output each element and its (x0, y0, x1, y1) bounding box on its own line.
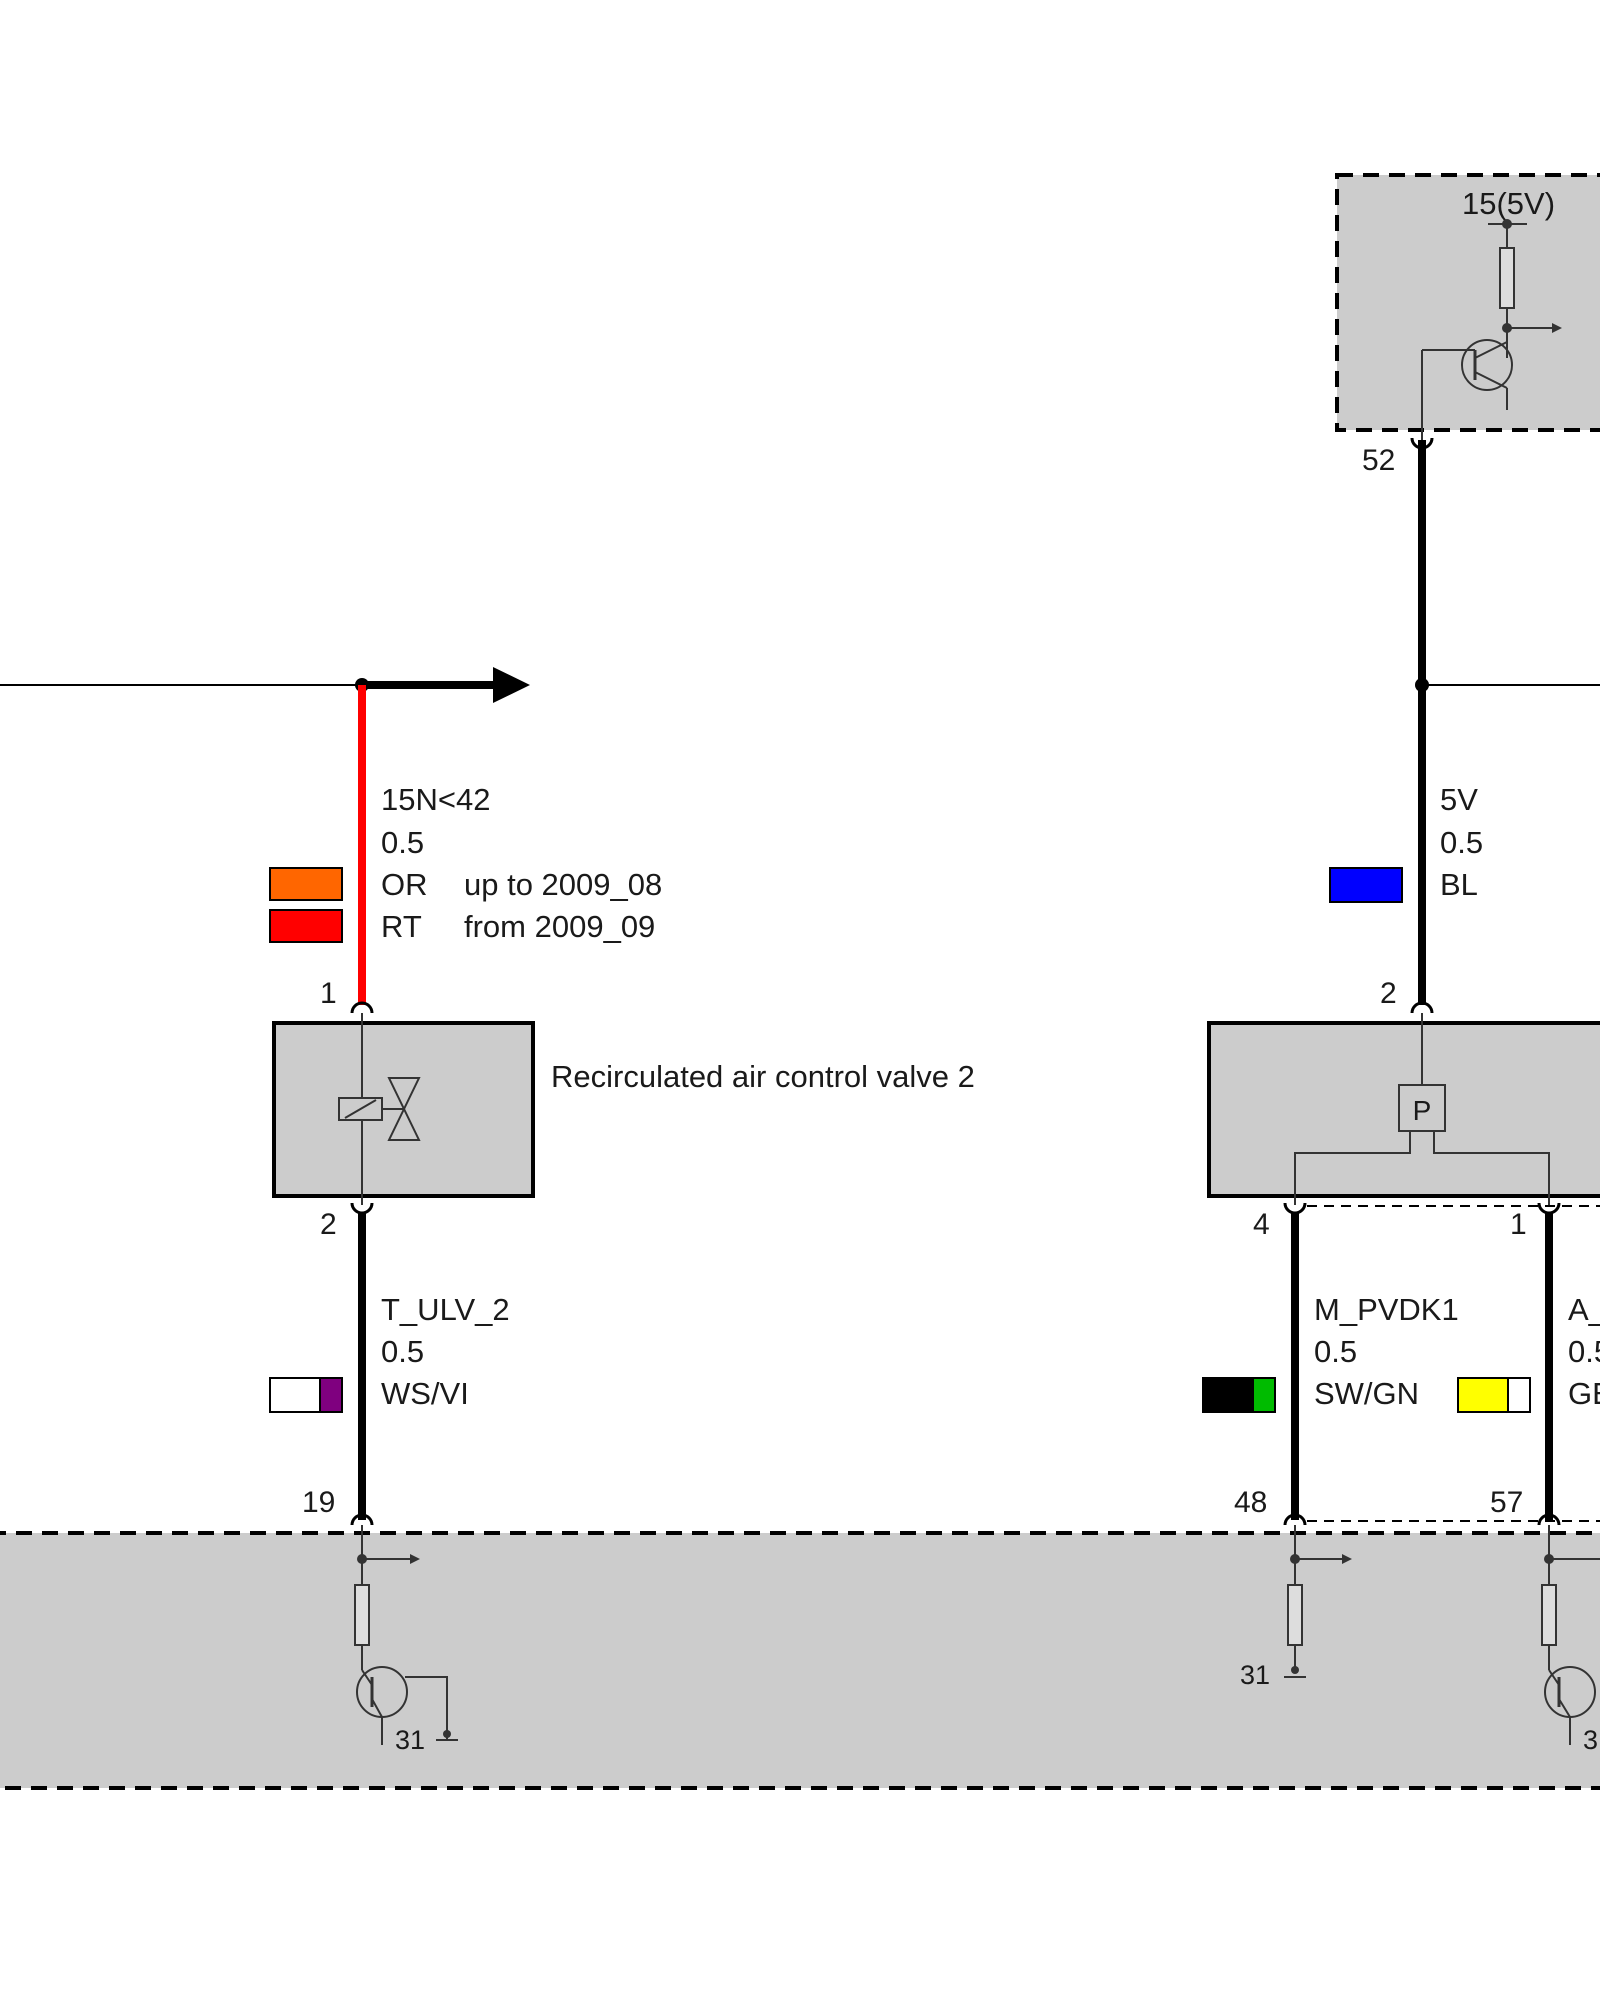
transistor-icon (356, 1666, 448, 1745)
wire-m-pvdk-gauge: 0.5 (1314, 1334, 1357, 1369)
connector-valve-pin1-icon (350, 1001, 374, 1014)
sensor-pin-2-label: 2 (1380, 977, 1397, 1010)
wire-15n-note-or: up to 2009_08 (464, 867, 662, 902)
transistor-icon (1544, 1666, 1596, 1745)
wire-5v-signal: 5V (1440, 782, 1478, 817)
ground-label-57: 3 (1583, 1725, 1598, 1755)
swatch-black (1202, 1377, 1254, 1413)
connector-19-icon (350, 1513, 374, 1526)
wire-t-ulv-gauge: 0.5 (381, 1334, 424, 1369)
wire-15n-color-or: OR (381, 867, 428, 902)
transistor-icon (1421, 339, 1513, 440)
driver-circuit-57: 3 (1541, 1525, 1600, 1755)
wire-15n-signal: 15N<42 (381, 782, 490, 817)
wire-a-signal: A_ (1568, 1292, 1600, 1327)
swatch-orange (269, 867, 343, 901)
resistor-symbol (354, 1584, 370, 1646)
pressure-sensor: P (1207, 1013, 1600, 1205)
wire-5v-color: BL (1440, 867, 1478, 902)
wire-15n-gauge: 0.5 (381, 825, 424, 860)
wire-m-pvdk-signal: M_PVDK1 (1314, 1292, 1459, 1327)
bottom-module-box (0, 1531, 1600, 1790)
driver-circuit-19: 31 (354, 1525, 458, 1755)
resistor-symbol (1287, 1584, 1303, 1646)
swatch-yellow (1457, 1377, 1509, 1413)
wire-15n-color-rt: RT (381, 909, 422, 944)
sensor-symbol: P (1413, 1095, 1432, 1126)
swatch-violet (319, 1377, 343, 1413)
recirculated-air-valve (272, 1013, 535, 1205)
swatch-white (269, 1377, 321, 1413)
top-module-supply-label: 15(5V) (1462, 186, 1555, 221)
connector-48-icon (1283, 1513, 1307, 1526)
bus-arrow-icon (493, 667, 530, 703)
wire-m-pvdk-color: SW/GN (1314, 1376, 1419, 1411)
valve-pin-2-label: 2 (320, 1208, 337, 1241)
swatch-blue (1329, 867, 1403, 903)
pressure-sensor-icon (1398, 1084, 1446, 1132)
bottom-control-module: 31 31 3 (0, 1513, 1600, 1790)
swatch-green (1252, 1377, 1276, 1413)
swatch-red (269, 909, 343, 943)
valve-name-label: Recirculated air control valve 2 (551, 1059, 975, 1094)
ground-label-19: 31 (395, 1725, 425, 1755)
wire-t-ulv-signal: T_ULV_2 (381, 1292, 510, 1327)
wire-15n-note-rt: from 2009_09 (464, 909, 655, 944)
connector-57-icon (1537, 1513, 1561, 1526)
pin-52-label: 52 (1362, 444, 1395, 477)
wire-a-color: GE (1568, 1376, 1600, 1411)
connector-sensor-pin2-icon (1410, 1001, 1434, 1014)
pullup-resistor-symbol (1499, 247, 1515, 309)
pin-57-label: 57 (1490, 1486, 1523, 1519)
wire-a-gauge: 0.5 (1568, 1334, 1600, 1369)
wire-5v-gauge: 0.5 (1440, 825, 1483, 860)
sensor-pin-1-label: 1 (1510, 1208, 1527, 1241)
wire-t-ulv-color: WS/VI (381, 1376, 469, 1411)
pin-19-label: 19 (302, 1486, 335, 1519)
resistor-symbol (1541, 1584, 1557, 1646)
top-control-module: 15(5V) (1335, 173, 1600, 440)
ground-label-48: 31 (1240, 1660, 1270, 1690)
valve-icon (387, 1077, 421, 1112)
top-module-box (1335, 173, 1600, 432)
valve-pin-1-label: 1 (320, 977, 337, 1010)
ground-circuit-48: 31 (1240, 1525, 1352, 1690)
pin-48-label: 48 (1234, 1486, 1267, 1519)
swatch-white-2 (1507, 1377, 1531, 1413)
sensor-pin-4-label: 4 (1253, 1208, 1270, 1241)
